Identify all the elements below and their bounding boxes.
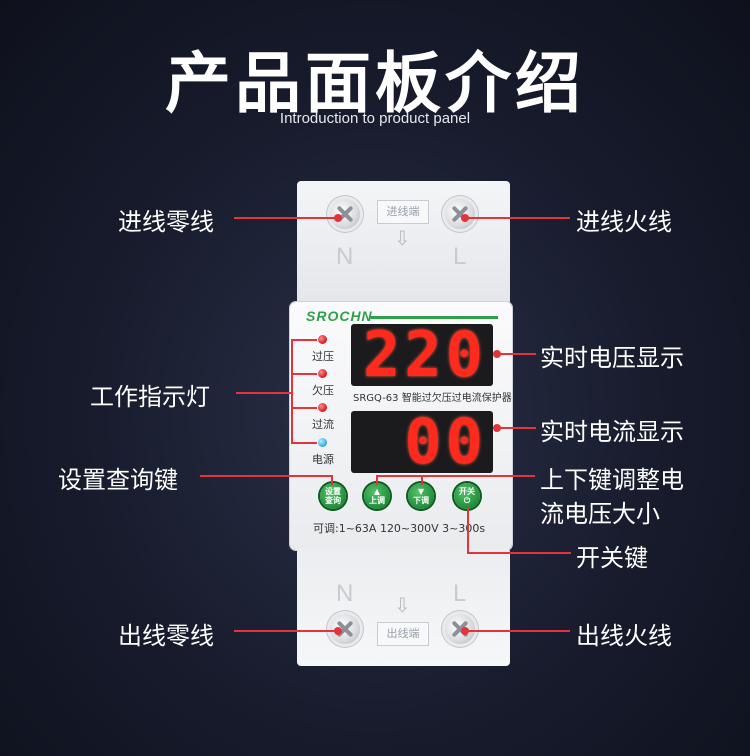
led-overvoltage-icon	[318, 335, 327, 344]
led-overcurrent-icon	[318, 403, 327, 412]
label-switch: 开关键	[576, 544, 648, 572]
page-title: 产品面板介绍	[165, 45, 585, 122]
indicator-label: 过压	[312, 350, 334, 363]
up-button[interactable]: ▲ 上调	[364, 483, 390, 509]
voltage-display: 220	[351, 324, 493, 386]
callout-dot	[334, 214, 342, 222]
label-current: 实时电流显示	[540, 418, 684, 446]
indicator-label: 过流	[312, 418, 334, 431]
down-arrow-icon: ▼	[417, 487, 425, 496]
label-adjust-1: 上下键调整电	[540, 466, 684, 494]
terminal-l-top: L	[453, 243, 467, 270]
brand-logo: SROCHN	[306, 308, 373, 324]
power-button[interactable]: 开关 ⏻	[454, 483, 480, 509]
callout-dot	[493, 424, 501, 432]
callout-line	[496, 353, 536, 355]
callout-line	[291, 339, 317, 341]
callout-line	[496, 427, 536, 429]
set-query-button[interactable]: 设置 查询	[320, 483, 346, 509]
voltage-value: 220	[363, 318, 487, 391]
callout-dot	[461, 627, 469, 635]
down-button[interactable]: ▼ 下调	[408, 483, 434, 509]
callout-line	[331, 475, 333, 485]
callout-dot	[334, 627, 342, 635]
terminal-l-bottom: L	[453, 580, 467, 607]
callout-line	[291, 373, 317, 375]
up-arrow-icon: ▲	[373, 487, 381, 496]
callout-line	[234, 217, 338, 219]
page-subtitle: Introduction to product panel	[279, 110, 471, 127]
power-icon: ⏻	[463, 496, 471, 505]
screw-icon	[445, 614, 475, 644]
led-undervoltage-icon	[318, 369, 327, 378]
current-value: 00	[404, 405, 487, 478]
callout-line	[467, 508, 469, 553]
callout-line	[236, 392, 292, 394]
callout-line	[291, 442, 317, 444]
terminal-n-bottom: N	[336, 580, 354, 607]
label-set-query: 设置查询键	[58, 466, 178, 494]
spec-label: 可调:1~63A 120~300V 3~300s	[313, 522, 486, 535]
callout-line	[377, 475, 535, 477]
callout-line	[234, 630, 338, 632]
callout-line	[291, 407, 317, 409]
current-display: 00	[351, 411, 493, 473]
label-voltage: 实时电压显示	[540, 344, 684, 372]
output-port-label: 出线端	[377, 622, 429, 646]
arrow-down-icon: ⇩	[394, 226, 411, 250]
callout-line	[466, 630, 570, 632]
device-bottom-section	[297, 548, 510, 666]
callout-line	[200, 475, 332, 477]
callout-dot	[493, 350, 501, 358]
callout-line	[467, 552, 571, 554]
label-indicators: 工作指示灯	[90, 383, 210, 411]
indicator-label: 欠压	[312, 384, 334, 397]
terminal-n-top: N	[336, 243, 354, 270]
callout-line	[376, 475, 378, 485]
callout-bracket	[291, 339, 293, 443]
brand-divider	[370, 316, 498, 319]
input-port-label: 进线端	[377, 200, 429, 224]
model-label: SRGQ-63 智能过欠压过电流保护器	[353, 393, 512, 404]
indicator-label: 电源	[312, 453, 334, 466]
arrow-down-icon: ⇩	[394, 593, 411, 617]
label-in-live: 进线火线	[576, 208, 672, 236]
screw-icon	[445, 199, 475, 229]
callout-line	[421, 475, 423, 485]
label-adjust-2: 流电压大小	[540, 500, 660, 528]
label-out-live: 出线火线	[576, 622, 672, 650]
led-power-icon	[318, 438, 327, 447]
label-in-neutral: 进线零线	[118, 208, 214, 236]
callout-line	[466, 217, 570, 219]
callout-dot	[461, 214, 469, 222]
label-out-neutral: 出线零线	[118, 622, 214, 650]
